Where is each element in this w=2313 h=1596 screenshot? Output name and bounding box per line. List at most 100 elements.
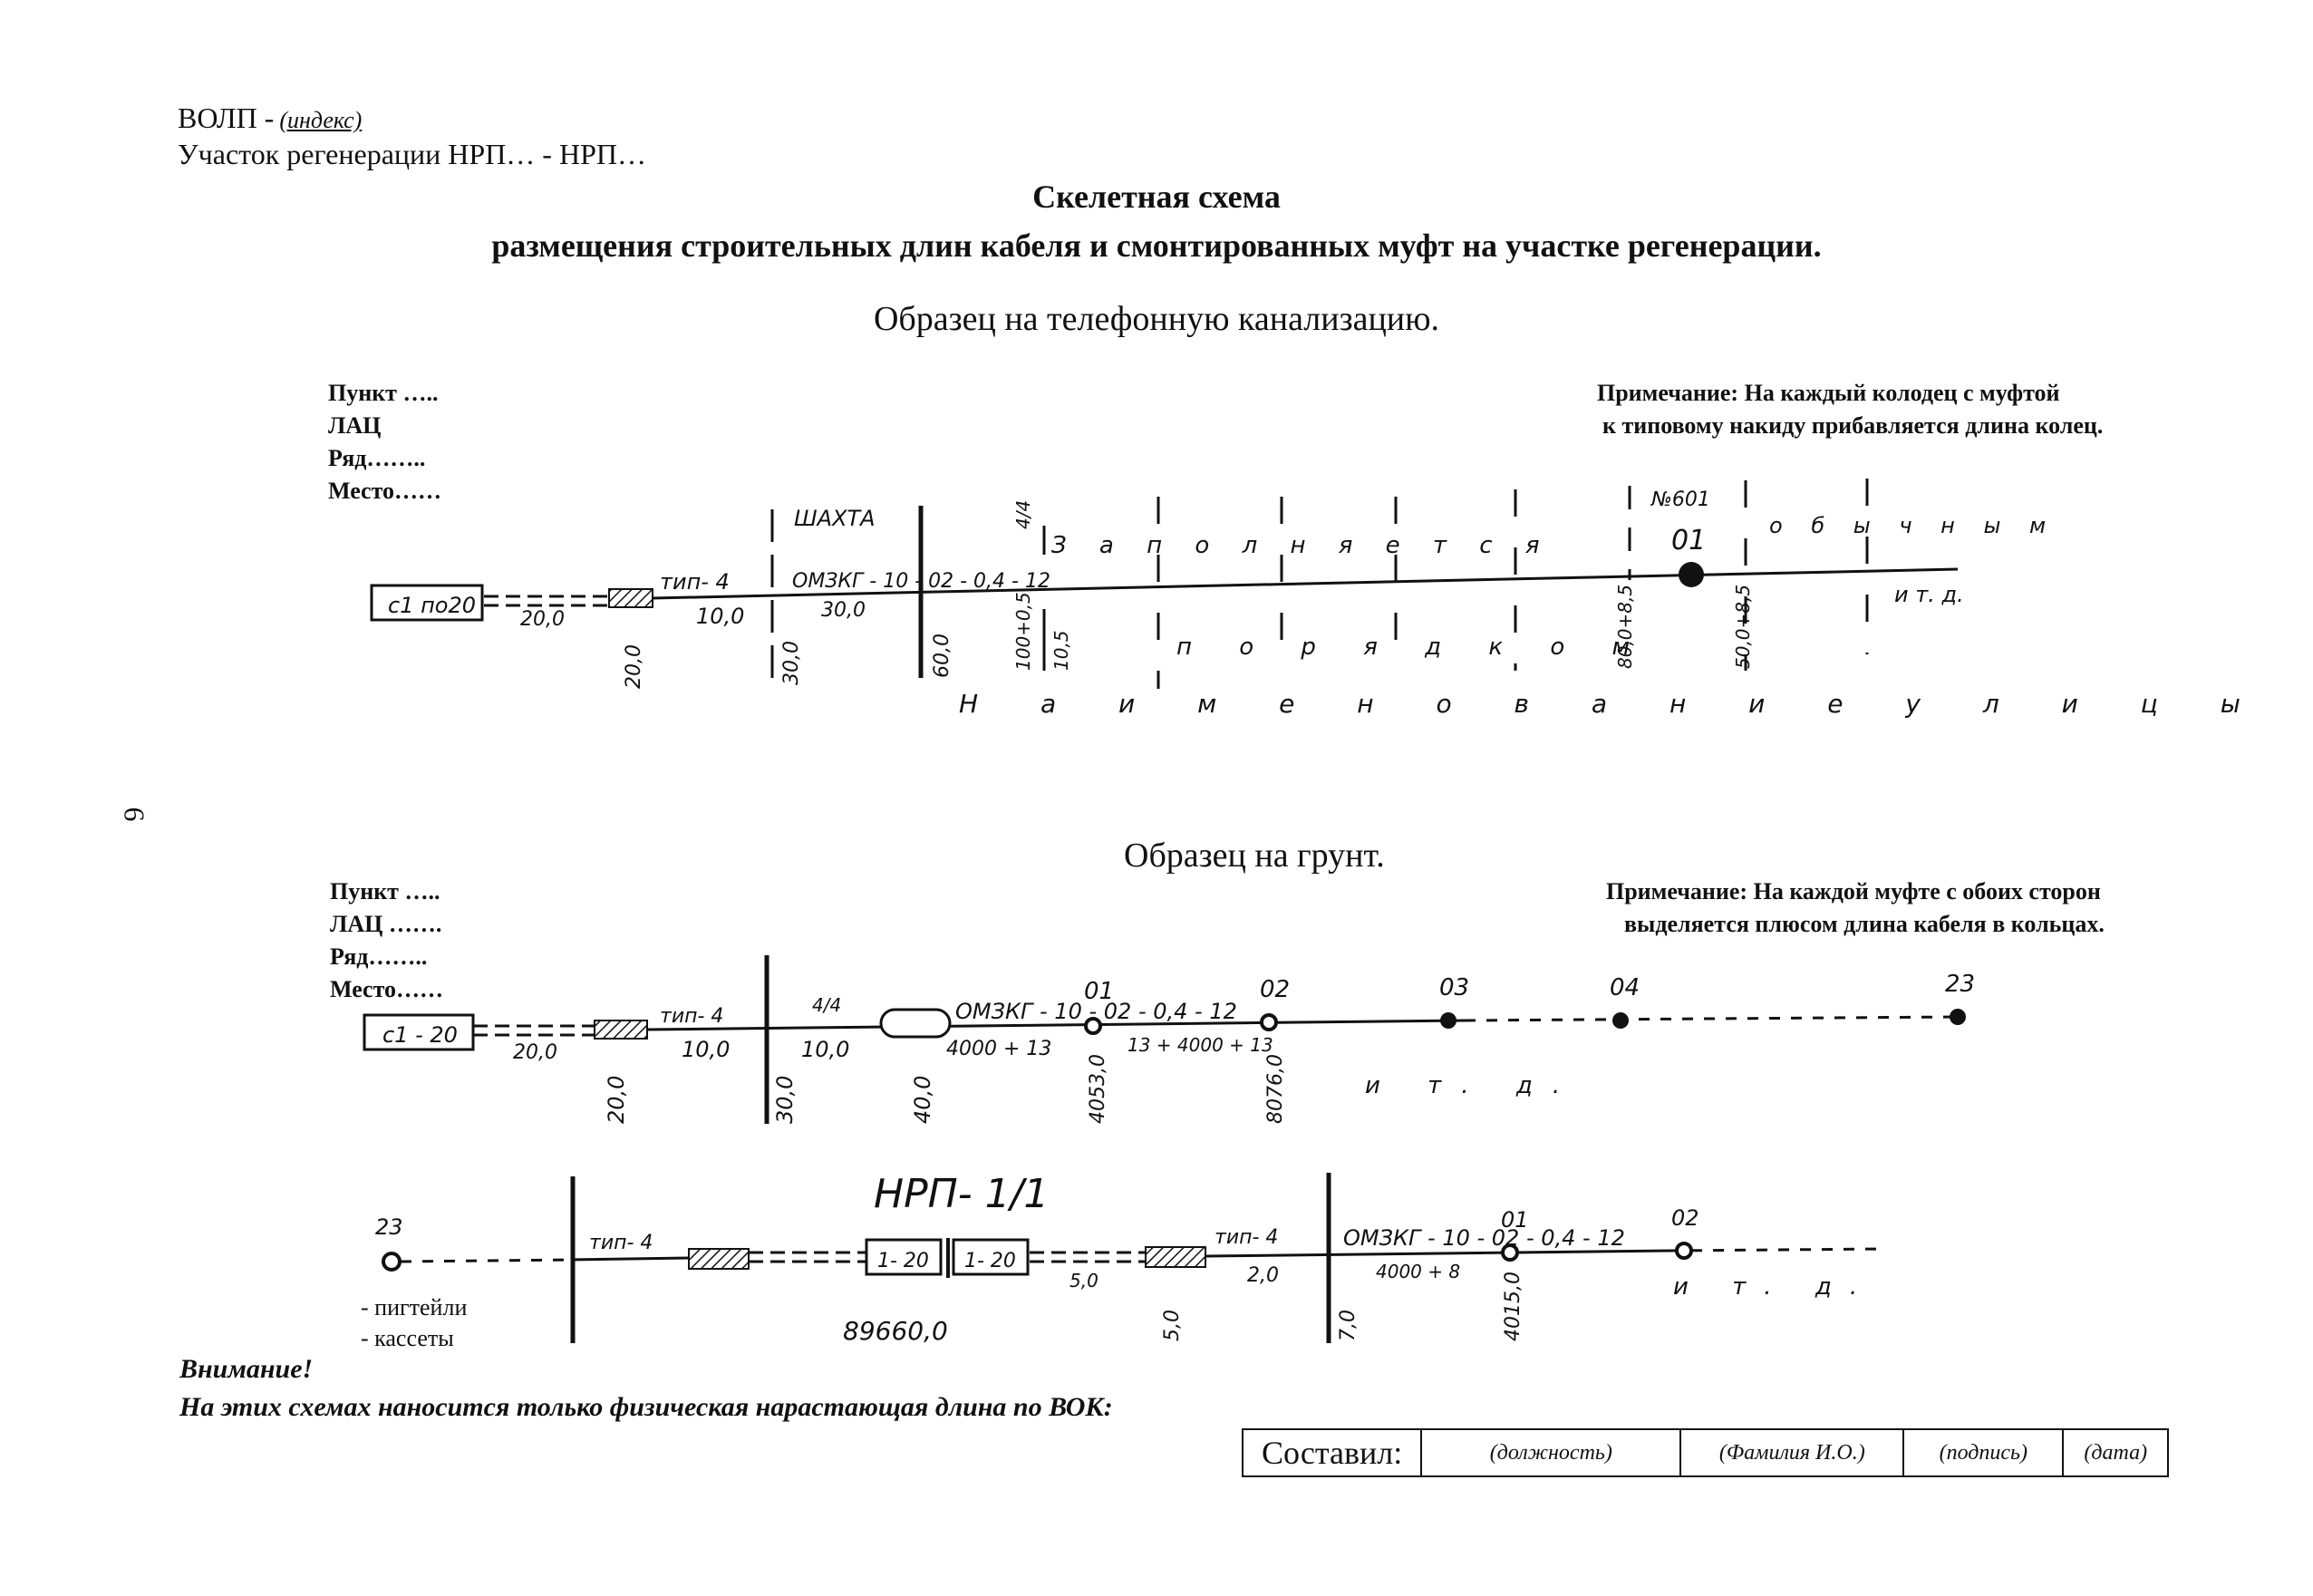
mark-label: 4053,0 [1087,1054,1109,1124]
cable-box-label: с1 - 20 [382,1022,458,1048]
position-field[interactable]: (должность) [1420,1428,1682,1477]
label-lac: ЛАЦ [328,412,382,439]
coupling-marker [1675,1242,1693,1260]
cassette [608,588,653,608]
cable-line [652,567,1959,600]
cable-box-label: 1- 20 [964,1250,1016,1272]
station-label: НРП- 1/1 [874,1171,1049,1217]
page-subtitle: размещения строительных длин кабеля и см… [491,227,1822,264]
cable-line [400,1258,572,1263]
cable-box [952,1238,1030,1276]
cable-box-label: с1 по20 [388,593,476,618]
label-punkt: Пункт ….. [330,878,440,904]
type-label: тип- 4 [660,569,730,595]
mark-label: 30,0 [772,1076,798,1124]
note-line2: к типовому накиду прибавляется длина кол… [1602,412,2104,439]
date-field[interactable]: (дата) [2062,1428,2170,1477]
index-placeholder: (индекс) [279,107,363,133]
mark-label: 7,0 [1337,1310,1360,1341]
mark-label: 20,0 [623,644,645,689]
length-label: 20,0 [513,1041,557,1064]
coupling-number: 23 [1945,971,1975,998]
segment-label: 13 + 4000 + 13 [1127,1034,1273,1056]
mark-label: 40,0 [910,1076,935,1124]
signature-field[interactable]: (подпись) [1902,1428,2065,1477]
mark-label: 100+0,5 [1012,592,1034,671]
mark-label: 30,0 [780,641,803,685]
street-name: Н а и м е н о в а н и е у л и ц ы [959,689,2268,719]
cable-line [570,1256,690,1262]
coupling-marker [1612,1012,1629,1029]
regeneration-section-label: Участок регенерации НРП… - НРП… [178,138,646,170]
label-mesto: Место…… [330,976,444,1002]
coupling-number: 03 [1439,974,1469,1001]
etc-label: и т. д. [1894,582,1964,607]
legend-cassettes: - кассеты [361,1325,454,1351]
coupling-marker [1084,1017,1102,1035]
mark-label: 50,0+8,5 [1732,585,1754,669]
compiled-by-label: Составил: [1241,1428,1423,1477]
coupling-marker [1950,1009,1966,1025]
split-label: 4/4 [812,994,841,1016]
volp-label: ВОЛП - [178,102,275,134]
mark-label: 20,0 [604,1076,629,1124]
coupling-marker [382,1252,402,1272]
legend-pigtails: - пигтейли [361,1294,468,1320]
length-label: 10,0 [801,1037,849,1062]
sample1-caption: Образец на телефонную канализацию. [873,300,1440,338]
street-kind: о б ы ч н ы м [1769,513,2057,538]
mark-label: 10,5 [1050,630,1072,671]
manhole-number: №601 [1650,488,1710,511]
sample1-note: Примечание: На каждый колодец с муфтой к… [1597,377,2103,442]
cable-line [1464,1015,1959,1022]
coupling-marker [1440,1012,1457,1029]
cable-box [370,584,484,622]
cable-box [865,1238,943,1276]
sample2-labels: Пункт ….. ЛАЦ ……. Ряд…….. Место…… [330,875,443,1006]
segment-label: 4000 + 8 [1376,1261,1460,1282]
mark-label: 80,0+8,5 [1614,585,1636,669]
length-label: 20,0 [520,608,565,631]
cassette [594,1020,648,1040]
coupling-marker [1501,1243,1519,1262]
reserve-loop [879,1008,952,1039]
signature-table: Составил: (должность) (Фамилия И.О.) (по… [1241,1428,2170,1477]
cable-box [363,1013,475,1051]
length-label: 30,0 [821,599,866,622]
sample2-caption: Образец на грунт. [1124,837,1385,875]
warning-text: На этих схемах наносится только физическ… [179,1392,1113,1422]
coupling-marker [1679,562,1704,587]
label-mesto: Место…… [328,478,442,504]
segment-label: 4000 + 13 [946,1038,1051,1060]
mark-label: 8076,0 [1264,1054,1287,1124]
total-length: 89660,0 [843,1316,948,1346]
label-lac: ЛАЦ ……. [330,911,442,937]
etc-label: и т. д. [1673,1273,1875,1301]
mark-label: 5,0 [1161,1310,1184,1341]
sample2-note: Примечание: На каждой муфте с обоих стор… [1606,875,2105,941]
page-title: Скелетная схема [1032,179,1281,215]
shaft-label: ШАХТА [794,506,876,531]
cable-line [646,1019,1466,1031]
label-ryad: Ряд…….. [328,445,426,471]
mark-label: 60,0 [931,634,953,678]
cable-line [1205,1249,1670,1258]
coupling-marker [1260,1013,1278,1031]
etc-label: и т. д. [1365,1072,1580,1099]
length-label: 2,0 [1247,1264,1279,1287]
label-punkt: Пункт ….. [328,380,439,406]
type-label: тип- 4 [660,1005,723,1028]
sample2-diagram: с1 - 20 20,0 тип- 4 10,0 4/4 10,0 ОМЗКГ … [363,955,1975,1124]
coupling-number: 02 [1260,976,1290,1003]
type-label: тип- 4 [1215,1226,1278,1249]
length-label: 10,0 [682,1037,730,1062]
note-line1: Примечание: На каждой муфте с обоих стор… [1606,878,2101,904]
coupling-number: 01 [1084,978,1114,1005]
name-field[interactable]: (Фамилия И.О.) [1679,1428,1905,1477]
label-ryad: Ряд…….. [330,943,428,970]
split-label: 4/4 [1012,500,1034,529]
coupling-number: 04 [1610,974,1640,1001]
coupling-number: 23 [375,1214,403,1240]
fill-note-top: З а п о л н я е т с я [1051,532,1553,559]
